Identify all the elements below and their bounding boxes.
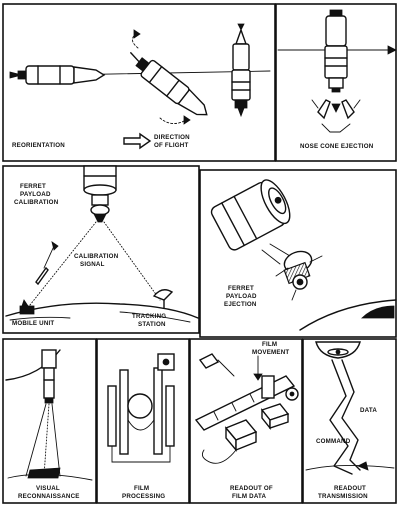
flight-label-2: OF FLIGHT [154,142,188,149]
ejection-label-3: EJECTION [224,301,257,308]
ejection-label-1: FERRET [228,285,254,292]
film-movement-label-1: FILM [262,341,277,348]
ejection-label-2: PAYLOAD [226,293,257,300]
panel-readout-transmission: DATA COMMAND READOUT TRANSMISSION [305,341,395,500]
panel-visual-reconnaissance: VISUAL RECONNAISSANCE [5,349,93,500]
panel-reorientation: DIRECTION OF FLIGHT REORIENTATION [9,23,271,150]
transmission-label-2: TRANSMISSION [318,493,368,500]
film-movement-label-2: MOVEMENT [252,349,289,356]
reorientation-label: REORIENTATION [12,142,65,149]
film-processing-label-2: PROCESSING [122,493,165,500]
transmission-command-label: COMMAND [316,438,351,445]
panel-ferret-calibration: FERRET PAYLOAD CALIBRATION CALIBRATION S… [5,165,199,328]
panel-film-processing: FILM PROCESSING [107,353,175,500]
panel-film-readout: FILM MOVEMENT READOUT OF FILM DATA [194,341,299,500]
visual-label-1: VISUAL [36,485,60,492]
visual-label-2: RECONNAISSANCE [18,493,80,500]
transmission-data-label: DATA [360,407,377,414]
vehicle-horizontal [9,65,106,85]
calibration-title-2: PAYLOAD [20,191,51,198]
calibration-title-1: FERRET [20,183,46,190]
film-readout-label-1: READOUT OF [230,485,273,492]
nose-cone-label: NOSE CONE EJECTION [300,143,374,150]
panel-borders [2,3,397,504]
vehicle-tilted [130,52,208,116]
panel-ferret-ejection: FERRET PAYLOAD EJECTION [210,179,397,331]
transmission-label-1: READOUT [334,485,366,492]
tracking-station-2: STATION [138,321,166,328]
calibration-signal-2: SIGNAL [80,261,105,268]
flight-label-1: DIRECTION [154,134,190,141]
panel-nose-cone-ejection: NOSE CONE EJECTION [277,9,397,150]
direction-of-flight-arrow [123,132,152,150]
calibration-title-3: CALIBRATION [14,199,59,206]
film-readout-label-2: FILM DATA [232,493,267,500]
tracking-station-1: TRACKING [132,313,166,320]
calibration-signal-1: CALIBRATION [74,253,119,260]
mobile-unit-label: MOBILE UNIT [12,320,54,327]
film-processing-label-1: FILM [134,485,149,492]
vehicle-vertical [231,27,251,118]
